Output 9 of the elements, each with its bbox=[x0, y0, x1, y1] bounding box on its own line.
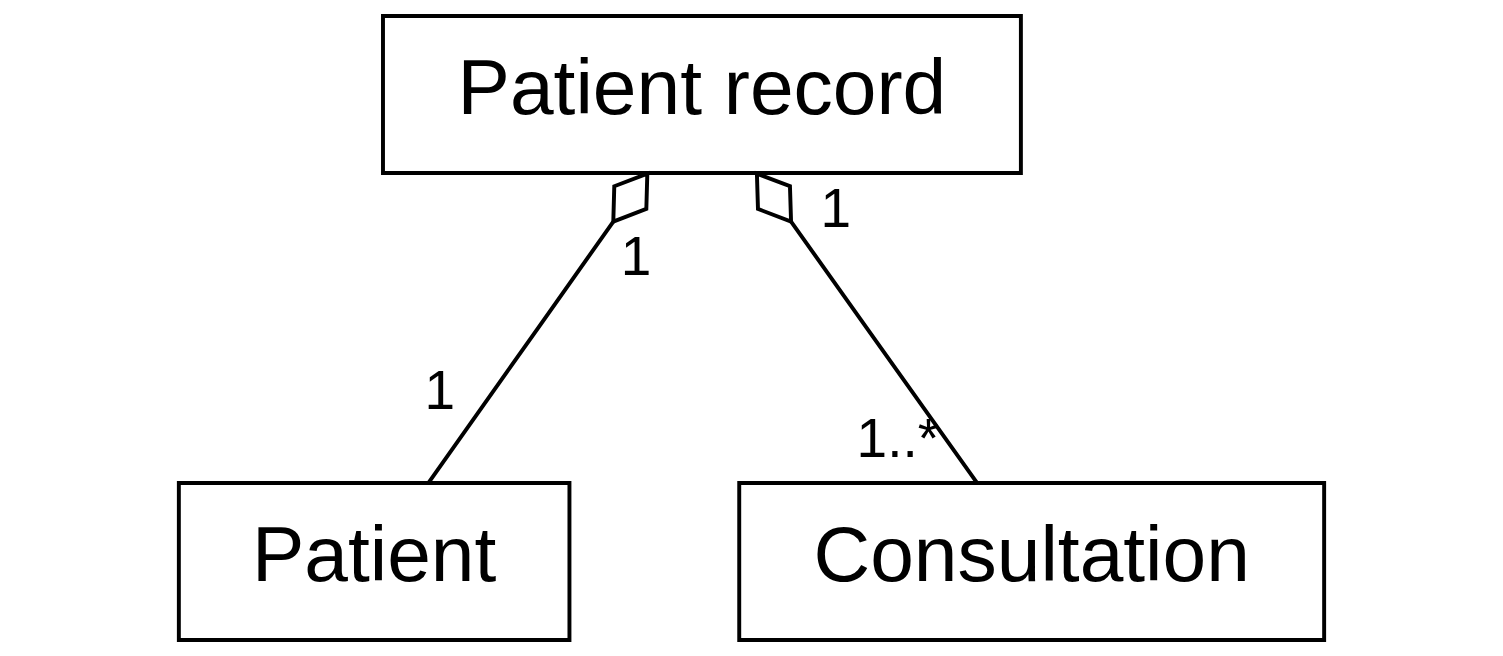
node-box: Patient bbox=[176, 481, 572, 643]
label: 1 bbox=[620, 224, 652, 287]
node-box: Patient record bbox=[381, 13, 1023, 175]
label: 1 bbox=[820, 176, 852, 239]
label: 1..* bbox=[856, 406, 940, 469]
connector bbox=[754, 170, 979, 484]
node-box: Consultation bbox=[737, 481, 1327, 643]
connector bbox=[427, 170, 650, 484]
label: 1 bbox=[424, 358, 456, 421]
